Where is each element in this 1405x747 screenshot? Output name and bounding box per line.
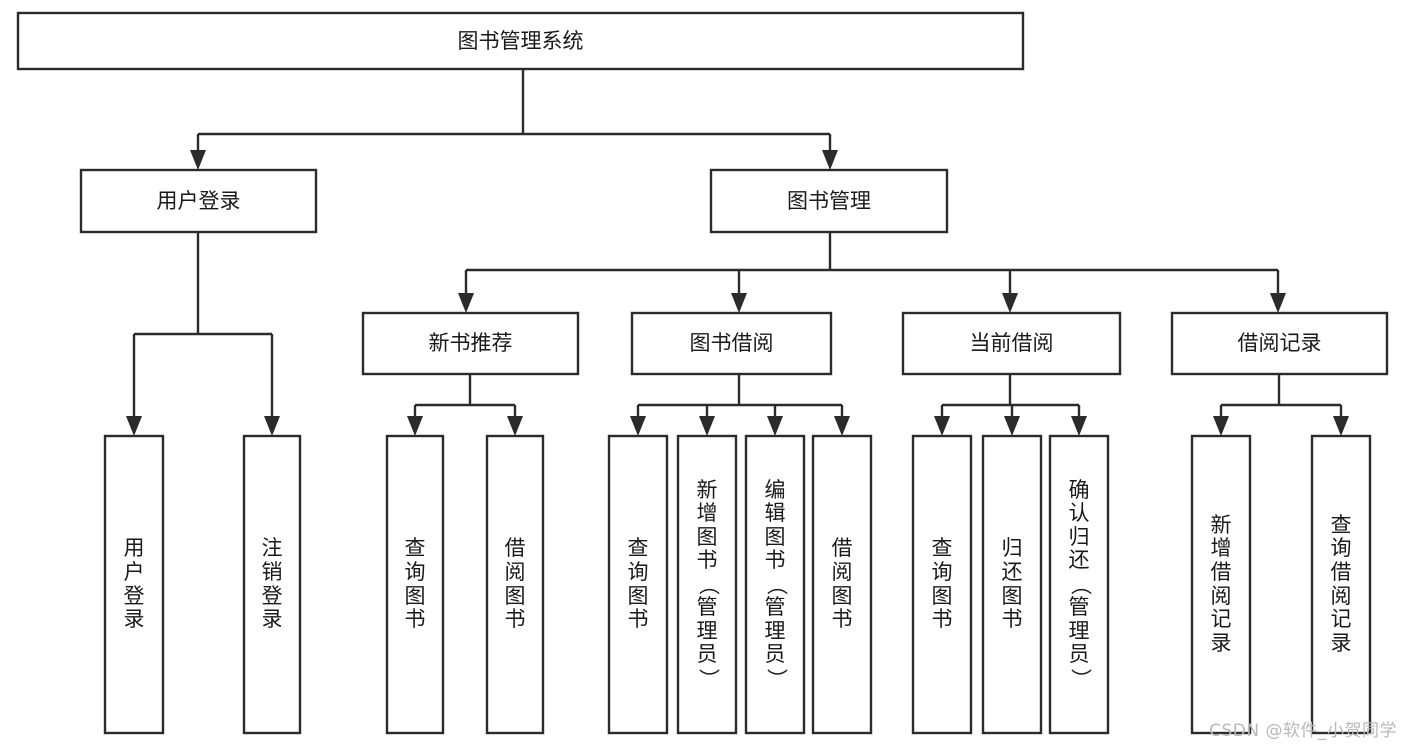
leaf-box-query-record[interactable] [1310,434,1372,735]
node-book-management-box[interactable] [709,168,949,234]
arrow-head-leaf-add-book [699,416,715,436]
node-new-book-recommend[interactable]: 新书推荐 [361,311,580,376]
arrow-head-book-borrow [731,293,747,313]
node-book-management-label: 图书管理 [787,189,871,213]
node-book-borrow[interactable]: 图书借阅 [630,311,833,376]
leaf-box-user-login[interactable] [103,434,165,735]
connector-group-book-borrow [630,374,850,436]
arrow-head-leaf-edit-book [767,416,783,436]
leaf-box-group [103,434,1372,735]
node-book-management[interactable]: 图书管理 [709,168,949,234]
leaf-box-query-book-1[interactable] [385,434,445,735]
node-user-login-box[interactable] [79,168,318,234]
node-user-login-label: 用户登录 [157,189,241,213]
leaf-box-logout[interactable] [242,434,302,735]
node-root-system-label: 图书管理系统 [458,29,584,53]
arrow-head-leaf-add-record [1213,416,1229,436]
node-root-system-box[interactable] [16,11,1025,71]
node-root-system[interactable]: 图书管理系统 [16,11,1025,71]
connector-group-user-login [126,232,280,436]
arrow-head-leaf-borrow-book-1 [507,416,523,436]
arrow-head-leaf-confirm-return [1071,416,1087,436]
arrow-head-leaf-query-book-1 [407,416,423,436]
arrow-head-current-borrow [1002,293,1018,313]
leaf-box-borrow-book-2[interactable] [811,434,873,735]
node-current-borrow-label: 当前借阅 [970,331,1054,355]
leaf-box-query-book-3[interactable] [911,434,973,735]
node-book-borrow-label: 图书借阅 [690,331,774,355]
arrow-head-book-mgmt [822,150,838,170]
connector-group-new-book-rec [407,374,523,436]
connector-group-borrow-records [1213,374,1349,436]
connector-group-book-mgmt [458,232,1286,313]
arrow-head-leaf-borrow-book-2 [834,416,850,436]
leaf-box-confirm-return[interactable] [1048,434,1110,735]
arrow-head-leaf-user-login [126,416,142,436]
connector-group-current-borrow [934,374,1087,436]
node-current-borrow-box[interactable] [901,311,1122,376]
arrow-head-borrow-records [1270,293,1286,313]
arrow-head-leaf-query-book-2 [630,416,646,436]
node-new-book-recommend-box[interactable] [361,311,580,376]
connector-group-root [190,69,838,170]
arrow-head-leaf-query-book-3 [934,416,950,436]
arrow-head-new-book-rec [458,293,474,313]
watermark-text: CSDN @软件_小贺同学 [1209,721,1397,741]
node-current-borrow[interactable]: 当前借阅 [901,311,1122,376]
node-borrow-records-box[interactable] [1170,311,1389,376]
arrow-head-leaf-query-record [1333,416,1349,436]
leaf-box-add-record[interactable] [1190,434,1252,735]
leaf-box-edit-book[interactable] [744,434,806,735]
node-borrow-records[interactable]: 借阅记录 [1170,311,1389,376]
arrow-head-user-login [190,150,206,170]
leaf-box-borrow-book-1[interactable] [485,434,545,735]
node-book-borrow-box[interactable] [630,311,833,376]
leaf-box-query-book-2[interactable] [607,434,669,735]
leaf-box-return-book[interactable] [981,434,1043,735]
node-new-book-recommend-label: 新书推荐 [429,331,513,355]
leaf-box-add-book[interactable] [676,434,738,735]
node-borrow-records-label: 借阅记录 [1238,331,1322,355]
node-user-login[interactable]: 用户登录 [79,168,318,234]
arrow-head-leaf-return-book [1004,416,1020,436]
arrow-head-leaf-logout [264,416,280,436]
